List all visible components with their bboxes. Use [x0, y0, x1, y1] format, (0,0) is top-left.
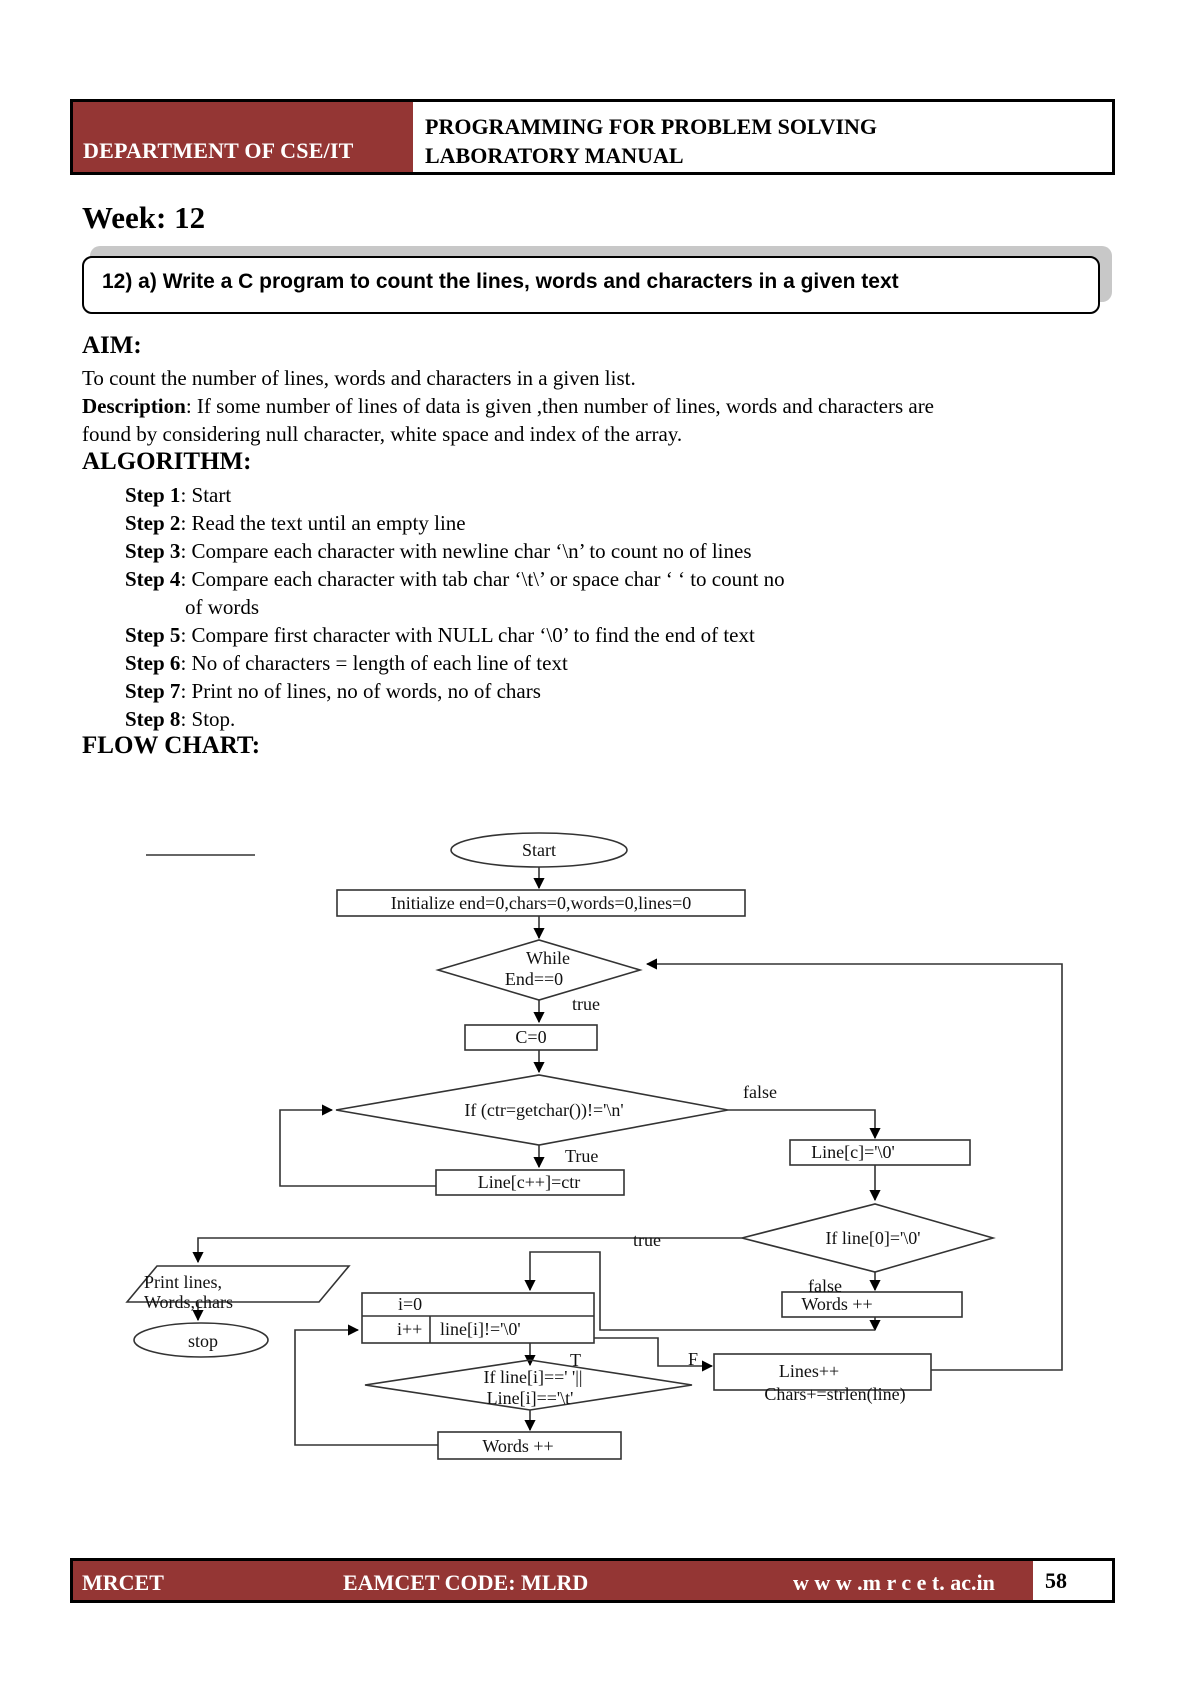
footer-institute: MRCET [82, 1570, 164, 1595]
fc-line-c0-text: Line[c]='\0' [811, 1142, 895, 1162]
flowchart-heading: FLOW CHART: [82, 732, 261, 759]
fc-init-text: Initialize end=0,chars=0,words=0,lines=0 [391, 893, 692, 913]
fc-while-text-2: End==0 [505, 969, 563, 989]
print-parallelogram [125, 1265, 351, 1303]
manual-title-line2: LABORATORY MANUAL [425, 143, 684, 168]
fc-false-label-2: false [808, 1276, 842, 1296]
while-diamond [435, 939, 643, 1001]
init-box [336, 889, 746, 917]
step-5: Step 5: Compare first character with NUL… [125, 623, 755, 647]
fc-if-space-text-1: If line[i]==' '|| [484, 1367, 583, 1387]
fc-start-text: Start [522, 840, 556, 860]
manual-title: PROGRAMMING FOR PROBLEM SOLVING LABORATO… [413, 102, 1112, 172]
fc-f-label: F [688, 1349, 698, 1369]
fc-i0-text: i=0 [398, 1294, 422, 1314]
fc-true-label-2: True [565, 1146, 598, 1166]
fc-true-label-1: true [572, 994, 600, 1014]
fc-false-label-1: false [743, 1082, 777, 1102]
fc-line-cpp-text: Line[c++]=ctr [478, 1172, 580, 1192]
aim-heading: AIM: [82, 332, 142, 359]
page-number: 58 [1045, 1567, 1067, 1593]
aim-text: To count the number of lines, words and … [82, 366, 636, 390]
step-7: Step 7: Print no of lines, no of words, … [125, 679, 541, 703]
department-label: DEPARTMENT OF CSE/IT [73, 102, 413, 172]
page-footer: MRCET EAMCET CODE: MLRD w w w .m r c e t… [70, 1558, 1115, 1603]
line-cpp-box [435, 1169, 625, 1196]
fc-t-label: T [570, 1350, 581, 1370]
fc-print-text-2: Words,chars [144, 1292, 233, 1312]
fc-c0-text: C=0 [515, 1027, 546, 1047]
footer-website: w w w .m r c e t. ac.in [793, 1570, 995, 1595]
step-8: Step 8: Stop. [125, 707, 236, 731]
footer-eamcet-code: EAMCET CODE: MLRD [343, 1570, 589, 1595]
fc-lines-pp-text: Lines++ [779, 1361, 839, 1381]
fc-while-text-1: While [526, 948, 570, 968]
if-line0-diamond [741, 1203, 996, 1273]
words-pp-box-1 [781, 1291, 963, 1318]
description-label: Description [82, 394, 186, 418]
step-2: Step 2: Read the text until an empty lin… [125, 511, 466, 535]
description-text-line2: found by considering null character, whi… [82, 422, 683, 446]
fc-cond-i-text: line[i]!='\0' [440, 1319, 521, 1339]
manual-title-line1: PROGRAMMING FOR PROBLEM SOLVING [425, 114, 878, 139]
fc-chars-pp-text: Chars+=strlen(line) [764, 1384, 905, 1405]
line-c0-box [789, 1139, 971, 1166]
loop-init-box [361, 1292, 595, 1344]
step-6: Step 6: No of characters = length of eac… [125, 651, 568, 675]
step-4-continued: of words [185, 595, 260, 619]
step-3: Step 3: Compare each character with newl… [125, 539, 752, 563]
fc-if-space-text-2: Line[i]=='\t' [487, 1388, 574, 1408]
lines-pp-box [713, 1353, 932, 1391]
fc-if-getchar-text: If (ctr=getchar())!='\n' [464, 1100, 623, 1121]
c0-box [464, 1024, 598, 1051]
if-space-diamond [364, 1359, 693, 1411]
description: Description: If some number of lines of … [82, 392, 1122, 420]
algorithm-steps: Step 1: Start Step 2: Read the text unti… [125, 481, 785, 733]
step-4: Step 4: Compare each character with tab … [125, 567, 785, 591]
week-title: Week: 12 [82, 200, 206, 235]
footer-band: MRCET EAMCET CODE: MLRD w w w .m r c e t… [73, 1561, 1033, 1600]
fc-words-pp-text-2: Words ++ [482, 1436, 553, 1456]
stop-oval [133, 1322, 269, 1358]
flowchart: Start Initialize end=0,chars=0,words=0,l… [125, 832, 1063, 1460]
fc-true-label-3: true [633, 1230, 661, 1250]
fc-ipp-text: i++ [397, 1319, 422, 1339]
step-1: Step 1: Start [125, 483, 232, 507]
fc-if-line0-text: If line[0]='\0' [825, 1228, 920, 1248]
page-header: DEPARTMENT OF CSE/IT PROGRAMMING FOR PRO… [70, 99, 1115, 175]
question-box: 12) a) Write a C program to count the li… [82, 256, 1100, 314]
algorithm-heading: ALGORITHM: [82, 448, 252, 475]
fc-stop-text: stop [188, 1331, 218, 1351]
fc-words-pp-text-1: Words ++ [801, 1294, 872, 1314]
description-text: : If some number of lines of data is giv… [185, 394, 935, 418]
fc-print-text-1: Print lines, [144, 1272, 222, 1292]
